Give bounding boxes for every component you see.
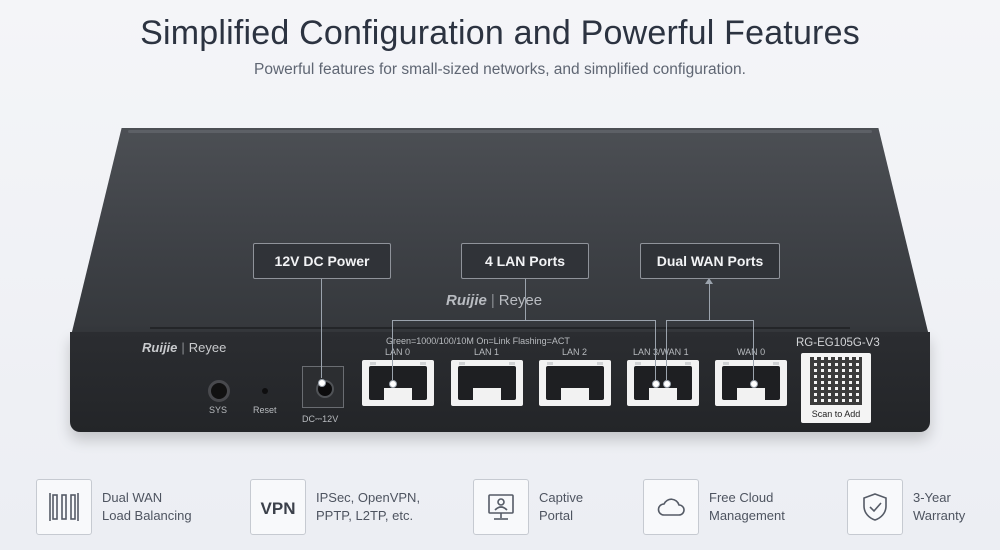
port-label-wan0: WAN 0 [737,347,766,357]
feature-line1: 3-Year [913,490,951,505]
sub-brand-name: Reyee [498,292,543,309]
device-top-highlight [128,130,872,133]
brand-name: Ruijie [446,292,487,309]
wan-connector-stem [709,283,710,321]
port-notch [649,388,677,400]
qr-pattern [810,357,862,405]
port-led [723,362,729,365]
captive-portal-icon [473,479,529,535]
port-label-lan0: LAN 0 [385,347,411,357]
load-balance-icon-graphic [49,493,79,521]
feature-line2: PPTP, L2TP, etc. [316,508,414,523]
captive-portal-icon-graphic [488,494,514,520]
top-brand-logo: Ruijie|Reyee [446,292,542,309]
port-lan0 [362,360,434,406]
port-led [685,362,691,365]
front-brand-logo: Ruijie|Reyee [142,340,226,355]
port-led [509,362,515,365]
page-title: Simplified Configuration and Powerful Fe… [140,14,860,52]
port-label-lan1: LAN 1 [474,347,500,357]
port-led [547,362,553,365]
feature-warranty: 3-Year Warranty [847,474,987,540]
shield-check-icon-graphic [863,493,887,521]
led-legend: Green=1000/100/10M On=Link Flashing=ACT [386,336,570,346]
wan-connector-drop [753,320,754,380]
feature-line1: Captive [539,490,584,505]
cloud-icon [643,479,699,535]
reset-button[interactable] [262,388,268,394]
logo-separator: | [181,340,185,355]
lan-connector-dot [652,380,660,388]
wan-connector-dot [663,380,671,388]
feature-line1: Dual WAN [102,490,163,505]
logo-separator: | [490,292,495,309]
feature-cloud-management: Free Cloud Management [643,474,823,540]
dc-power-jack [302,366,344,408]
port-led [773,362,779,365]
feature-line2: Load Balancing [102,508,192,523]
feature-captive-portal: Captive Portal [473,474,633,540]
port-notch [561,388,589,400]
callout-dc-power: 12V DC Power [253,243,391,279]
port-notch [473,388,501,400]
wan-connector-drop [666,320,667,380]
power-connector-line [321,278,322,378]
device-top-surface [70,128,930,340]
lan-connector-drop [655,320,656,380]
lan-connector-stem [525,278,526,321]
feature-line2: Management [709,508,785,523]
port-led [420,362,426,365]
feature-line2: Portal [539,508,573,523]
shield-check-icon [847,479,903,535]
wan-connector-bar [666,320,754,321]
port-label-lan3-wan1: LAN 3/WAN 1 [633,347,689,357]
port-led [459,362,465,365]
port-lan2 [539,360,611,406]
callout-wan-ports: Dual WAN Ports [640,243,780,279]
feature-vpn: VPN IPSec, OpenVPN, PPTP, L2TP, etc. [250,474,430,540]
wan-connector-dot [750,380,758,388]
port-led [597,362,603,365]
port-label-lan2: LAN 2 [562,347,588,357]
qr-code: Scan to Add [801,353,871,423]
device-edge-line [150,327,850,329]
load-balance-icon [36,479,92,535]
feature-line2: Warranty [913,508,966,523]
vpn-icon-text: VPN [260,499,296,518]
lan-connector-dot [389,380,397,388]
feature-line1: Free Cloud [709,490,774,505]
feature-line1: IPSec, OpenVPN, [316,490,421,505]
port-led [370,362,376,365]
model-number: RG-EG105G-V3 [796,337,880,349]
sys-led [208,380,230,402]
power-connector-dot [318,379,326,387]
page-subtitle: Powerful features for small-sized networ… [254,61,746,78]
brand-name: Ruijie [142,340,178,355]
port-notch [384,388,412,400]
port-led [635,362,641,365]
reset-label: Reset [253,405,277,415]
sub-brand-name: Reyee [188,340,227,355]
lan-connector-bar [392,320,656,321]
dc-label: DC⎓12V [302,414,339,424]
feature-dual-wan: Dual WAN Load Balancing [36,474,226,540]
lan-connector-drop [392,320,393,380]
wan-connector-arrow [705,278,713,284]
cloud-icon-graphic [657,498,685,516]
qr-label: Scan to Add [811,409,861,419]
port-notch [737,388,765,400]
callout-lan-ports: 4 LAN Ports [461,243,589,279]
port-lan1 [451,360,523,406]
vpn-icon: VPN [250,479,306,535]
sys-label: SYS [209,405,228,415]
